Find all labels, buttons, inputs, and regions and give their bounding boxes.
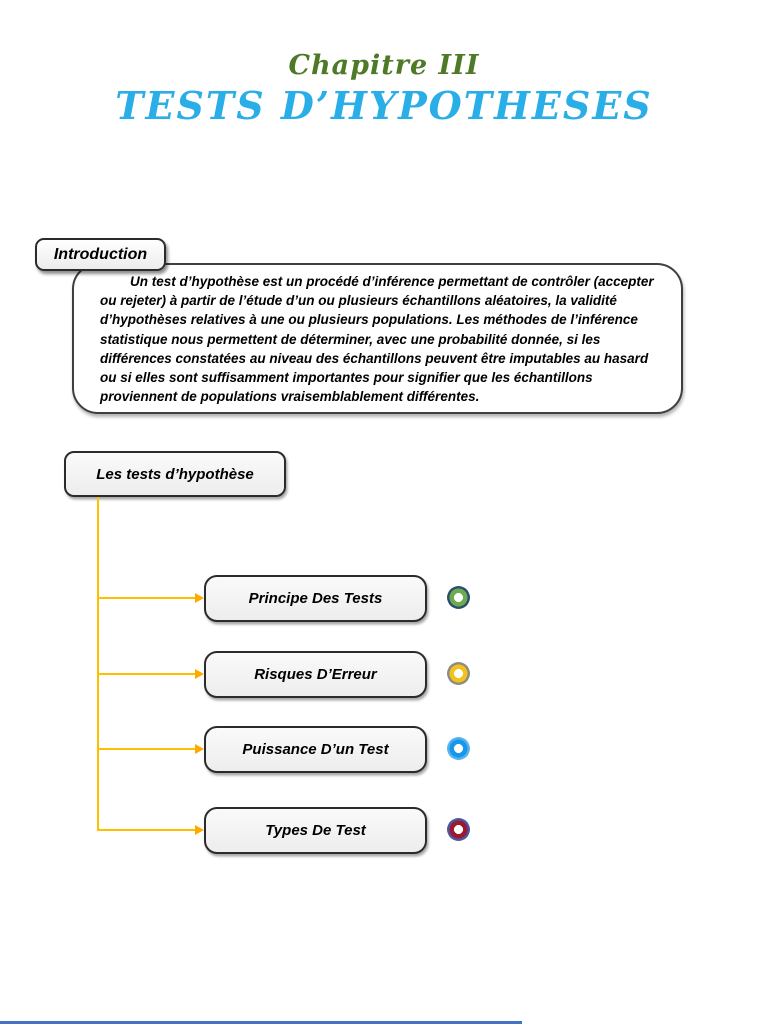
arrow-right-icon <box>195 669 204 679</box>
connector-branch <box>98 597 195 599</box>
page-title: TESTS D’HYPOTHESES <box>115 83 653 128</box>
page-bottom-divider <box>0 1021 522 1024</box>
diagram-node-label: Puissance D’un Test <box>242 741 389 758</box>
diagram-root-label: Les tests d’hypothèse <box>96 465 254 483</box>
diagram-node-types: Types De Test <box>204 807 427 854</box>
donut-icon-red <box>447 818 470 841</box>
connector-branch <box>98 829 195 831</box>
connector-branch <box>98 673 195 675</box>
donut-icon-blue <box>447 737 470 760</box>
diagram-node-label: Principe Des Tests <box>248 590 383 607</box>
arrow-right-icon <box>195 744 204 754</box>
donut-icon-yellow <box>447 662 470 685</box>
diagram-node-risques: Risques D’Erreur <box>204 651 427 698</box>
introduction-callout-box: Un test d’hypothèse est un procédé d’inf… <box>72 263 683 414</box>
chapter-heading: Chapitre III <box>288 50 480 81</box>
diagram-node-principe: Principe Des Tests <box>204 575 427 622</box>
diagram-node-label: Risques D’Erreur <box>254 666 377 683</box>
diagram-node-puissance: Puissance D’un Test <box>204 726 427 773</box>
connector-vertical-line <box>97 497 99 831</box>
arrow-right-icon <box>195 825 204 835</box>
diagram-node-label: Types De Test <box>265 822 366 839</box>
connector-branch <box>98 748 195 750</box>
introduction-label-text: Introduction <box>53 245 148 263</box>
arrow-right-icon <box>195 593 204 603</box>
donut-icon-green <box>447 586 470 609</box>
diagram-root-node: Les tests d’hypothèse <box>64 451 286 497</box>
introduction-paragraph: Un test d’hypothèse est un procédé d’inf… <box>100 274 654 405</box>
introduction-label: Introduction <box>35 238 166 271</box>
